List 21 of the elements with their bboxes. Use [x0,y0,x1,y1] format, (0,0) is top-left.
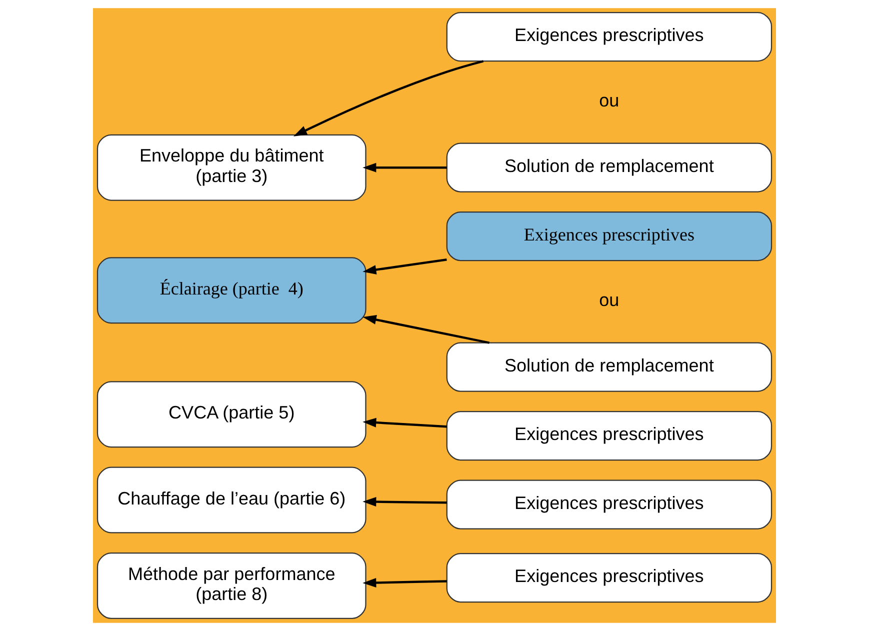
node-box: Méthode par performance (partie 8) [96,552,366,619]
arrow [362,258,447,274]
arrow [362,578,447,588]
node-box: Exigences prescriptives [446,212,772,262]
node-box: Solution de remplacement [446,142,772,192]
node-box: Chauffage de l’eau (partie 6) [96,466,366,534]
node-box: Éclairage (partie 4) [96,257,366,324]
arrow [362,497,447,507]
arrow [362,315,490,344]
node-box: Solution de remplacement [446,342,772,392]
node-box: Exigences prescriptives [446,553,772,603]
arrow [293,60,484,136]
label: ou [599,90,620,110]
label: ou [599,290,620,310]
arrow [362,418,447,428]
node-box: Exigences prescriptives [446,411,772,461]
node-box: Enveloppe du bâtiment (partie 3) [96,134,366,201]
arrow [362,162,447,172]
node-box: Exigences prescriptives [446,12,772,62]
node-box: CVCA (partie 5) [96,381,366,448]
node-box: Exigences prescriptives [446,480,772,530]
